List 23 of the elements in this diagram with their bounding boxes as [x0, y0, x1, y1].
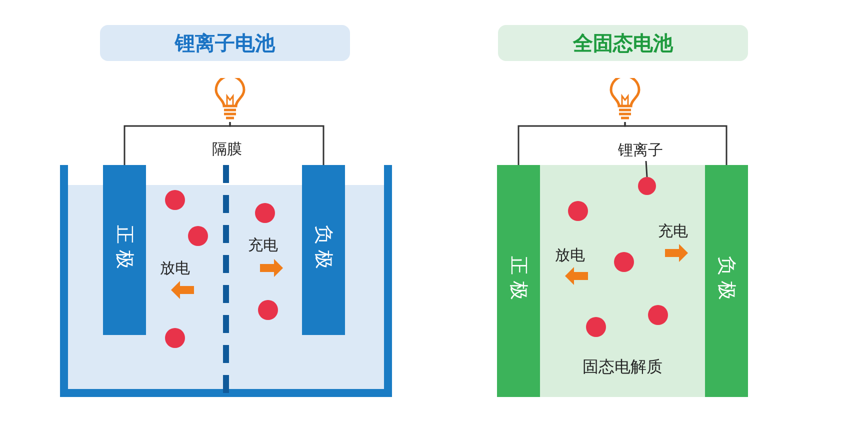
wire — [624, 122, 728, 165]
electrode-label: 正极 — [506, 256, 530, 306]
electrode-bar — [302, 165, 345, 335]
electrode-bar — [103, 165, 146, 335]
leader-line — [645, 160, 648, 178]
electrode-bar — [705, 165, 748, 397]
electrolyte-tank — [60, 165, 392, 397]
electrode-label: 负极 — [714, 256, 738, 306]
wire — [229, 122, 324, 165]
text-label: 放电 — [555, 246, 585, 265]
title-banner: 锂离子电池 — [100, 25, 350, 61]
title-banner: 全固态电池 — [498, 25, 748, 61]
electrode-label: 正极 — [112, 225, 136, 275]
text-label: 隔膜 — [212, 140, 242, 159]
text-label: 充电 — [248, 236, 278, 255]
electrode-bar — [497, 165, 540, 397]
solid-electrolyte-region — [540, 165, 705, 397]
lithium-ion-dot — [638, 177, 656, 195]
electrode-label: 负极 — [312, 225, 336, 275]
leader-text: 锂离子 — [618, 141, 674, 161]
region-label: 固态电解质 — [582, 357, 664, 378]
text-label: 放电 — [160, 259, 190, 278]
text-label: 充电 — [658, 222, 688, 241]
